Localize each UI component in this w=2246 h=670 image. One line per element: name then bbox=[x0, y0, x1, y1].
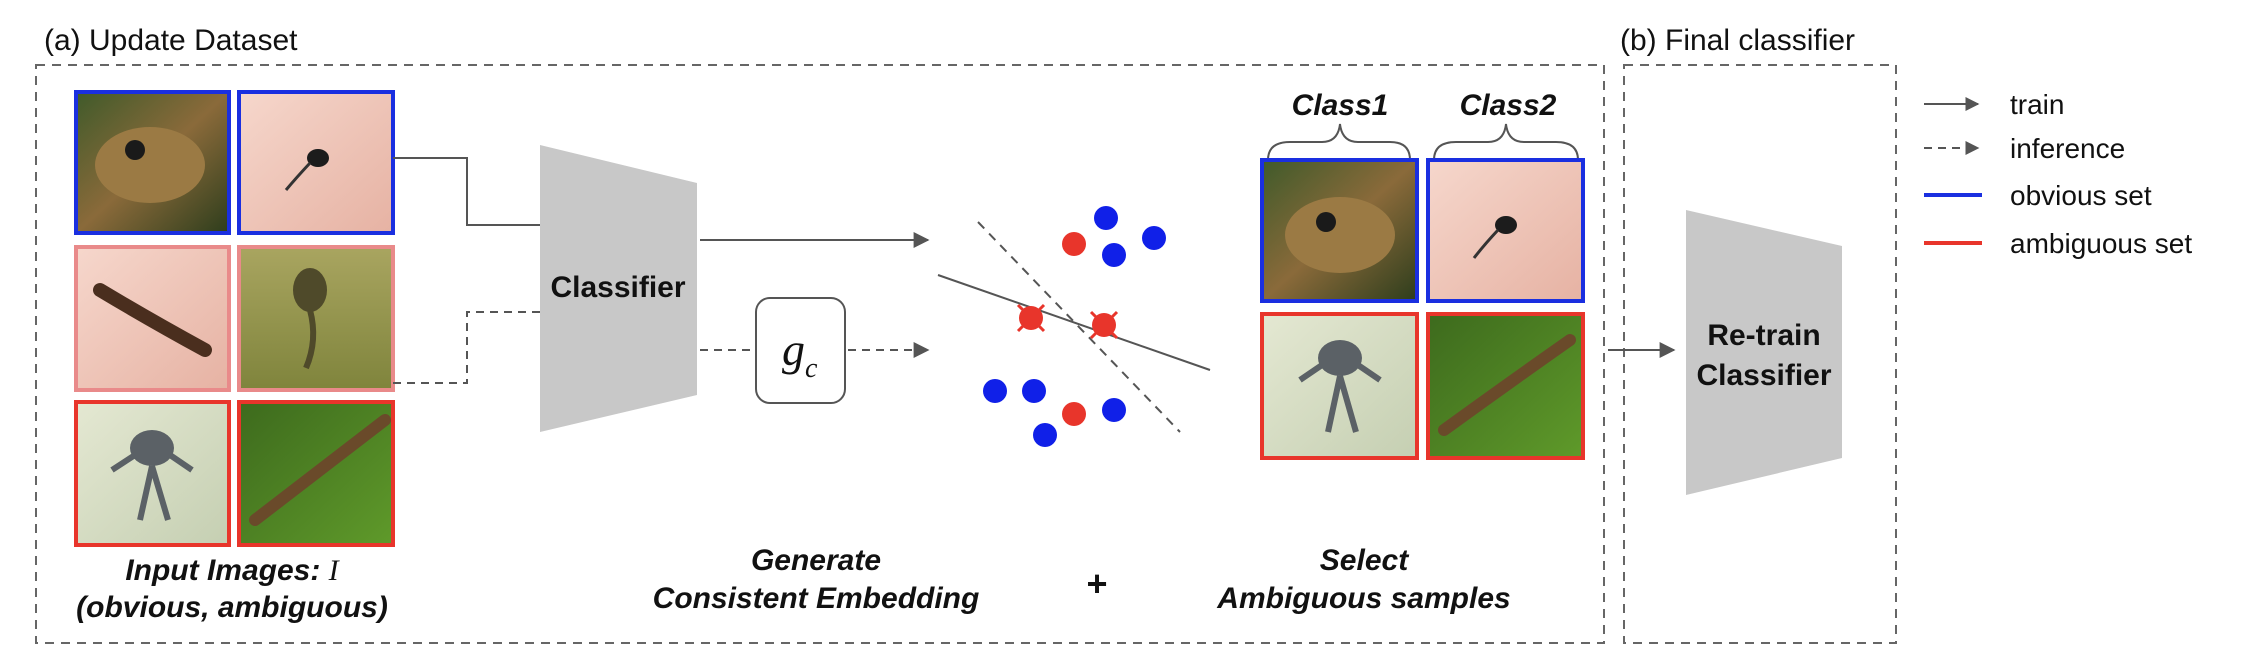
legend-inference-label: inference bbox=[2010, 133, 2125, 164]
image-froglet-water-ambiguous bbox=[74, 400, 231, 547]
obvious-dot bbox=[1102, 398, 1126, 422]
obvious-dot bbox=[1142, 226, 1166, 250]
gc-box bbox=[755, 297, 846, 404]
retrain-classifier-block bbox=[1686, 210, 1842, 495]
input-images-caption: Input Images: I bbox=[125, 554, 340, 587]
legend-obvious-label: obvious set bbox=[2010, 180, 2152, 211]
decision-boundary-solid bbox=[937, 274, 1211, 371]
input-image-grid bbox=[74, 90, 395, 547]
generate-caption: Generate bbox=[751, 544, 881, 577]
image-tadpole-pond-ambiguous bbox=[237, 245, 395, 392]
ambiguous-dot bbox=[1062, 232, 1086, 256]
panel-a-box bbox=[35, 64, 1605, 644]
input-images-symbol: I bbox=[328, 554, 341, 587]
selected-froglet-ambiguous bbox=[1260, 312, 1419, 460]
embedding-space bbox=[937, 206, 1211, 447]
obvious-dot bbox=[1033, 423, 1057, 447]
classifier-label: Classifier bbox=[550, 271, 685, 304]
retrain-label-line2: Classifier bbox=[1696, 359, 1831, 392]
obvious-dot bbox=[1094, 206, 1118, 230]
legend: train inference obvious set ambiguous se… bbox=[1924, 89, 2192, 259]
train-connector bbox=[393, 157, 540, 226]
obvious-dot bbox=[1102, 243, 1126, 267]
obvious-dot bbox=[1022, 379, 1046, 403]
image-frog-obvious bbox=[74, 90, 231, 235]
class2-brace bbox=[1433, 123, 1579, 161]
selected-image-grid bbox=[1260, 158, 1585, 460]
retrain-label-line1: Re-train bbox=[1707, 319, 1820, 352]
legend-ambiguous-label: ambiguous set bbox=[2010, 228, 2192, 259]
classifier-block bbox=[540, 145, 697, 432]
panel-b-box bbox=[1623, 64, 1897, 644]
plus-sign: + bbox=[1086, 563, 1107, 604]
obvious-dot bbox=[983, 379, 1007, 403]
image-tadpole-hand-obvious bbox=[237, 90, 395, 235]
panel-a-title: (a) Update Dataset bbox=[44, 24, 298, 57]
inference-connector bbox=[393, 311, 540, 384]
generate-subcaption: Consistent Embedding bbox=[653, 582, 980, 615]
gc-symbol: gc bbox=[782, 324, 818, 384]
selected-frog-obvious bbox=[1260, 158, 1419, 303]
class2-label: Class2 bbox=[1460, 89, 1557, 122]
decision-boundary-dashed bbox=[977, 221, 1181, 433]
input-images-label: Input Images: bbox=[125, 554, 328, 587]
select-subcaption: Ambiguous samples bbox=[1216, 582, 1510, 615]
selected-newt-leaf-ambiguous bbox=[1426, 312, 1585, 460]
input-images-subcaption: (obvious, ambiguous) bbox=[76, 591, 388, 624]
class1-label: Class1 bbox=[1292, 89, 1389, 122]
selected-ambiguous-dot bbox=[1016, 303, 1046, 333]
select-caption: Select bbox=[1320, 544, 1410, 577]
ambiguous-dot bbox=[1062, 402, 1086, 426]
class1-brace bbox=[1267, 123, 1411, 161]
image-newt-leaf-ambiguous bbox=[237, 400, 395, 547]
panel-b-title: (b) Final classifier bbox=[1620, 24, 1855, 57]
selected-tadpole-hand-obvious bbox=[1426, 158, 1585, 303]
legend-train-label: train bbox=[2010, 89, 2064, 120]
selected-ambiguous-dot bbox=[1089, 310, 1119, 340]
image-newt-ambiguous bbox=[74, 245, 231, 392]
